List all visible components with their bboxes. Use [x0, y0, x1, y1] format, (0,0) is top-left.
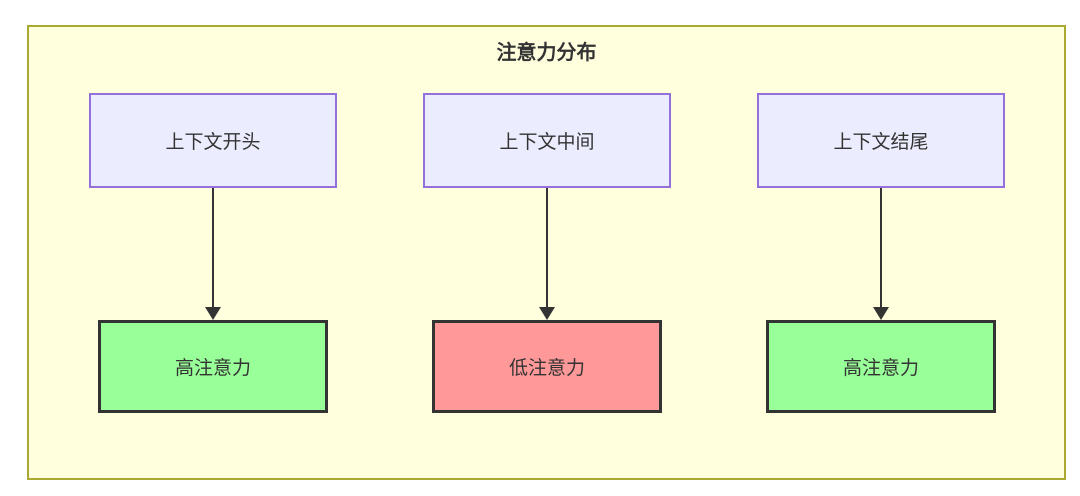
node-attention-level-middle: 低注意力 [432, 320, 662, 413]
arrow-connector [539, 188, 555, 320]
arrowhead-down-icon [539, 307, 555, 320]
node-context-middle: 上下文中间 [423, 93, 671, 188]
arrow-connector [205, 188, 221, 320]
arrow-line [546, 188, 548, 307]
arrow-line [212, 188, 214, 307]
arrowhead-down-icon [873, 307, 889, 320]
flow-column-context-end: 上下文结尾 高注意力 [756, 93, 1006, 413]
node-attention-level-end: 高注意力 [766, 320, 996, 413]
node-context-start: 上下文开头 [89, 93, 337, 188]
flow-column-context-start: 上下文开头 高注意力 [88, 93, 338, 413]
arrowhead-down-icon [205, 307, 221, 320]
subgraph-attention-distribution: 注意力分布 上下文开头 高注意力 上下文中间 低注意力 上下文结尾 高注意力 [27, 25, 1066, 480]
subgraph-title: 注意力分布 [496, 42, 597, 64]
arrow-connector [873, 188, 889, 320]
arrow-line [880, 188, 882, 307]
flow-column-context-middle: 上下文中间 低注意力 [422, 93, 672, 413]
node-context-end: 上下文结尾 [757, 93, 1005, 188]
node-attention-level-start: 高注意力 [98, 320, 328, 413]
